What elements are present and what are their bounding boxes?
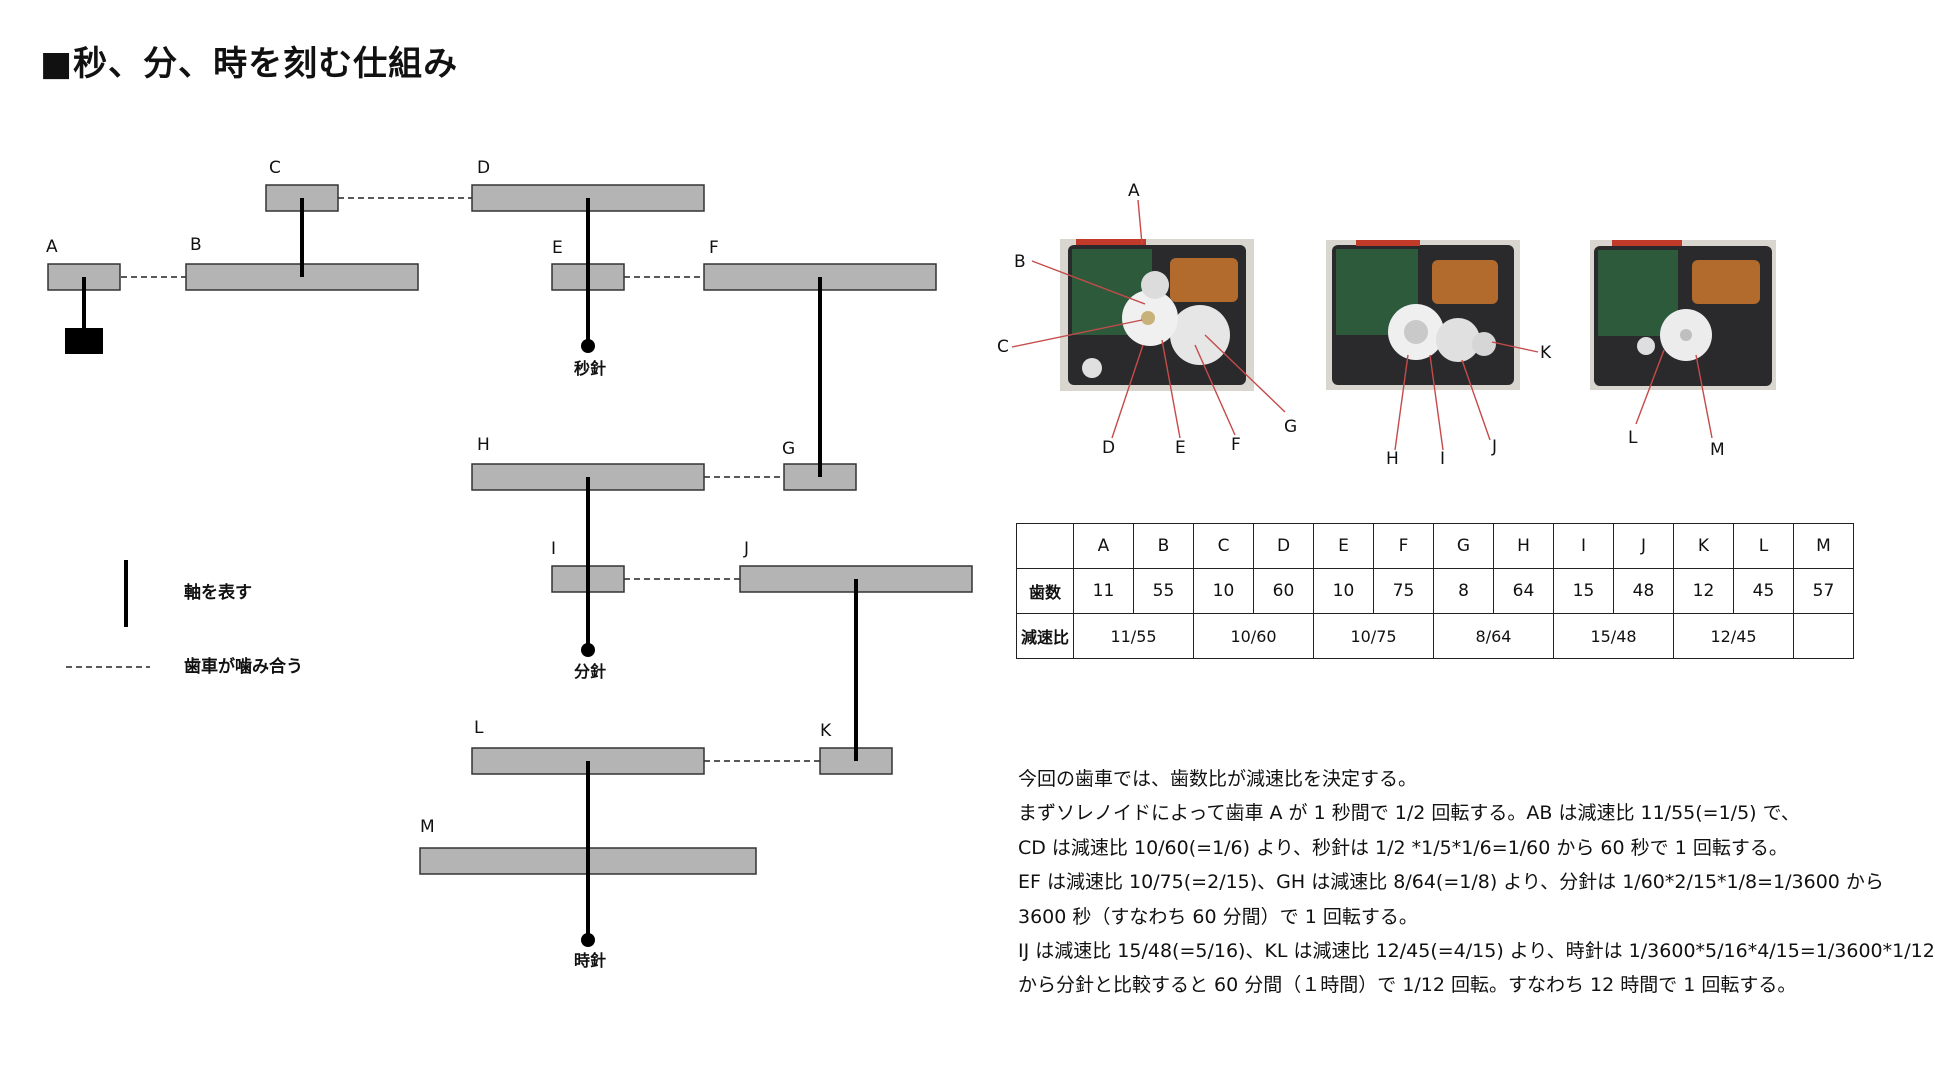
label-k: K xyxy=(820,721,832,741)
label-a: A xyxy=(46,237,58,257)
ratio-cd: 10/60 xyxy=(1193,613,1314,659)
label-d: D xyxy=(477,158,490,178)
table-corner xyxy=(1016,523,1074,569)
teeth-h: 64 xyxy=(1493,568,1554,614)
explanation-text: 今回の歯車では、歯数比が減速比を決定する。 まずソレノイドによって歯車 A が … xyxy=(1018,762,1935,1003)
solenoid-block xyxy=(65,328,103,354)
ratio-kl: 12/45 xyxy=(1673,613,1794,659)
teeth-a: 11 xyxy=(1073,568,1134,614)
page-title: ■秒、分、時を刻む仕組み xyxy=(40,44,459,84)
minute-hand-tip xyxy=(581,643,595,657)
explanation-line: IJ は減速比 15/48(=5/16)、KL は減速比 12/45(=4/15… xyxy=(1018,940,1935,963)
second-hand-label: 秒針 xyxy=(574,359,606,378)
header-h: H xyxy=(1493,523,1554,569)
header-l: L xyxy=(1733,523,1794,569)
teeth-d: 60 xyxy=(1253,568,1314,614)
explanation-line: CD は減速比 10/60(=1/6) より、秒針は 1/2 *1/5*1/6=… xyxy=(1018,836,1788,859)
teeth-f: 75 xyxy=(1373,568,1434,614)
photo2-label-h: H xyxy=(1386,449,1399,469)
teeth-l: 45 xyxy=(1733,568,1794,614)
explanation-line: まずソレノイドによって歯車 A が 1 秒間で 1/2 回転する。AB は減速比… xyxy=(1018,802,1800,825)
header-j: J xyxy=(1613,523,1674,569)
minute-hand-label: 分針 xyxy=(574,662,606,681)
teeth-b: 55 xyxy=(1133,568,1194,614)
photo1-label-c: C xyxy=(997,337,1009,357)
photo1-label-f: F xyxy=(1231,435,1241,455)
photo2-label-k: K xyxy=(1540,343,1552,363)
ratio-row-label: 減速比 xyxy=(1016,613,1074,659)
label-f: F xyxy=(709,238,719,258)
photo1-label-e: E xyxy=(1175,438,1186,458)
teeth-c: 10 xyxy=(1193,568,1254,614)
explanation-line: 3600 秒（すなわち 60 分間）で 1 回転する。 xyxy=(1018,905,1418,928)
teeth-k: 12 xyxy=(1673,568,1734,614)
header-d: D xyxy=(1253,523,1314,569)
movement-photo-3 xyxy=(1590,240,1776,390)
photo1-label-b: B xyxy=(1014,252,1026,272)
teeth-m: 57 xyxy=(1793,568,1854,614)
movement-photo-2 xyxy=(1326,240,1520,390)
hour-hand-label: 時針 xyxy=(574,951,606,970)
ratio-gh: 8/64 xyxy=(1433,613,1554,659)
ratio-ij: 15/48 xyxy=(1553,613,1674,659)
photo1-label-a: A xyxy=(1128,181,1140,201)
ratio-ef: 10/75 xyxy=(1313,613,1434,659)
photo2-label-j: J xyxy=(1491,437,1497,457)
explanation-line: から分針と比較すると 60 分間（１時間）で 1/12 回転。すなわち 12 時… xyxy=(1018,974,1797,997)
label-g: G xyxy=(782,439,795,459)
table-header-row: A B C D E F G H I J K L M xyxy=(1016,523,1854,569)
label-j: J xyxy=(743,539,749,559)
label-m: M xyxy=(420,817,435,837)
header-g: G xyxy=(1433,523,1494,569)
header-b: B xyxy=(1133,523,1194,569)
photo1-label-d: D xyxy=(1102,438,1115,458)
teeth-i: 15 xyxy=(1553,568,1614,614)
label-b: B xyxy=(190,235,202,255)
header-f: F xyxy=(1373,523,1434,569)
header-c: C xyxy=(1193,523,1254,569)
table-ratio-row: 減速比 11/55 10/60 10/75 8/64 15/48 12/45 xyxy=(1016,613,1854,659)
legend-shaft-label: 軸を表す xyxy=(184,582,252,603)
teeth-row-label: 歯数 xyxy=(1016,568,1074,614)
header-i: I xyxy=(1553,523,1614,569)
movement-photo-1 xyxy=(1060,239,1254,391)
gear-ratio-table: A B C D E F G H I J K L M 歯数 11 55 10 60… xyxy=(1016,523,1854,659)
explanation-line: 今回の歯車では、歯数比が減速比を決定する。 xyxy=(1018,768,1418,790)
header-e: E xyxy=(1313,523,1374,569)
label-i: I xyxy=(551,539,556,559)
teeth-e: 10 xyxy=(1313,568,1374,614)
explanation-line: EF は減速比 10/75(=2/15)、GH は減速比 8/64(=1/8) … xyxy=(1018,871,1884,894)
label-e: E xyxy=(552,238,563,258)
ratio-ab: 11/55 xyxy=(1073,613,1194,659)
teeth-g: 8 xyxy=(1433,568,1494,614)
hour-hand-tip xyxy=(581,933,595,947)
teeth-j: 48 xyxy=(1613,568,1674,614)
label-c: C xyxy=(269,158,281,178)
header-m: M xyxy=(1793,523,1854,569)
second-hand-tip xyxy=(581,339,595,353)
header-a: A xyxy=(1073,523,1134,569)
label-l: L xyxy=(474,718,484,738)
photo3-label-l: L xyxy=(1628,428,1638,448)
table-teeth-row: 歯数 11 55 10 60 10 75 8 64 15 48 12 45 57 xyxy=(1016,568,1854,614)
photo2-label-i: I xyxy=(1440,449,1445,469)
photo1-label-g: G xyxy=(1284,417,1297,437)
header-k: K xyxy=(1673,523,1734,569)
label-h: H xyxy=(477,435,490,455)
photo3-label-m: M xyxy=(1710,440,1725,460)
ratio-m-empty xyxy=(1793,613,1854,659)
legend-mesh-label: 歯車が噛み合う xyxy=(184,656,303,677)
